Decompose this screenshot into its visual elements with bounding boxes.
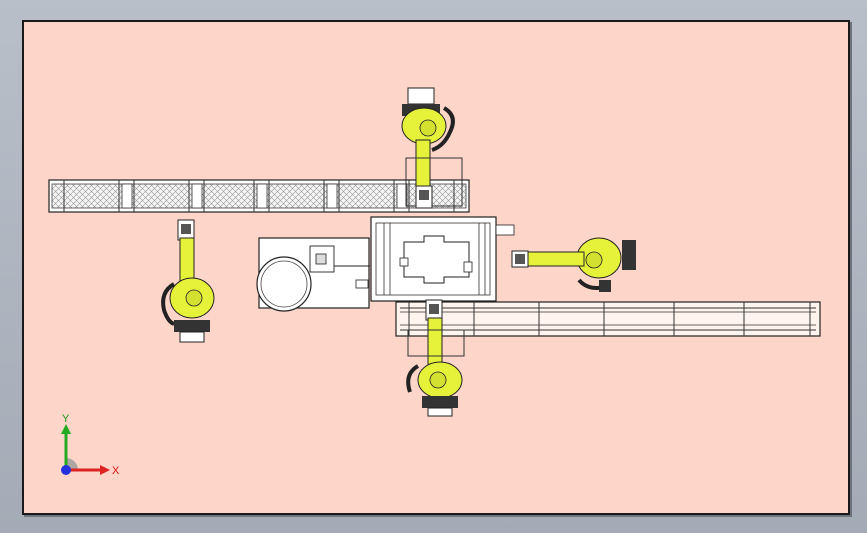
cad-viewport[interactable]: Y X	[22, 20, 850, 515]
workcell-layout	[48, 87, 821, 417]
fixture-table[interactable]	[370, 216, 515, 302]
robot-arm-top[interactable]	[401, 87, 463, 209]
robot-arm-right[interactable]	[511, 237, 636, 292]
x-axis-label: X	[112, 465, 120, 477]
conveyor-bottom-right[interactable]	[395, 301, 821, 337]
origin-marker	[61, 465, 71, 475]
turntable-station[interactable]	[256, 237, 370, 312]
robot-arm-left[interactable]	[161, 219, 215, 343]
robot-arm-bottom[interactable]	[406, 299, 465, 417]
y-axis-label: Y	[62, 414, 70, 425]
coordinate-triad: Y X	[61, 414, 120, 477]
conveyor-top-left[interactable]	[48, 179, 470, 213]
